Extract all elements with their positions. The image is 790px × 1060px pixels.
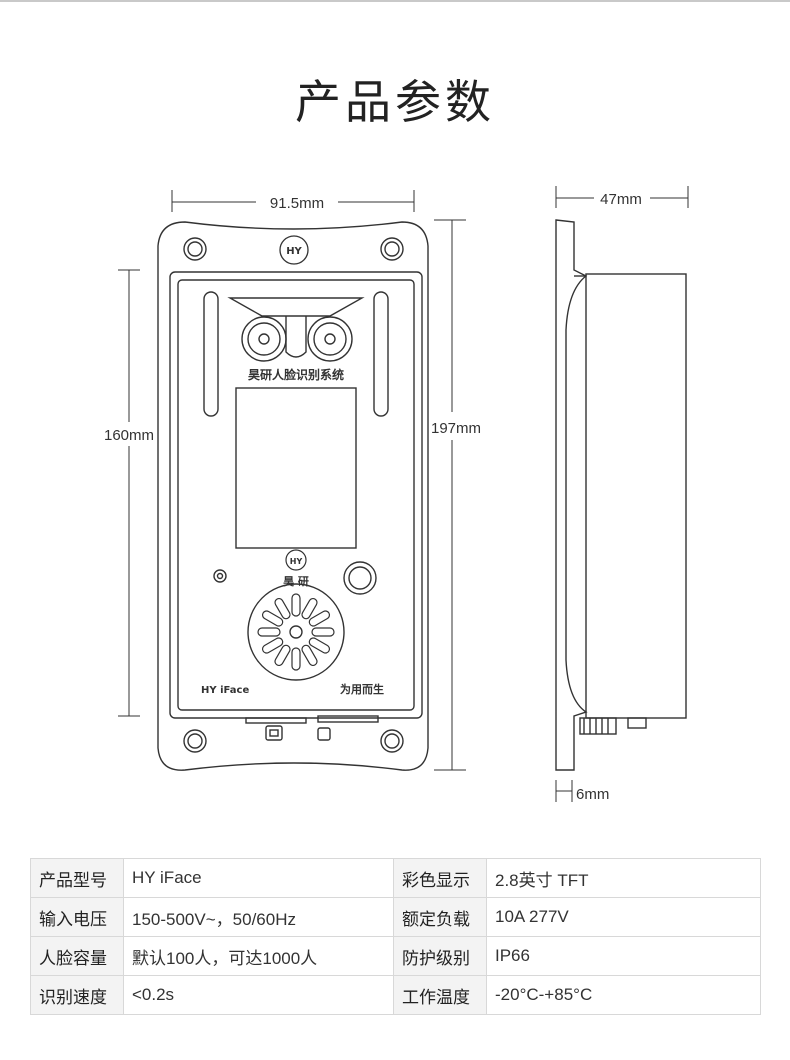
table-row: 输入电压 150-500V~，50/60Hz 额定负载 10A 277V	[30, 897, 761, 937]
thread-dimension	[555, 780, 573, 802]
spec-key: 彩色显示	[393, 858, 487, 898]
spec-key: 工作温度	[393, 975, 487, 1015]
thread-label: 6mm	[576, 786, 609, 803]
panel-height-dimension	[118, 269, 140, 717]
spec-key: 额定负载	[393, 897, 487, 937]
spec-value: <0.2s	[123, 975, 394, 1015]
system-name-text: 昊研人脸识别系统	[248, 367, 344, 382]
spec-value: 2.8英寸 TFT	[486, 858, 761, 898]
panel-height-label: 160mm	[104, 427, 154, 444]
logo-badge-top: HY	[279, 235, 309, 265]
speaker-grille	[257, 593, 335, 671]
logo-text-bottom: HY	[290, 557, 303, 566]
top-divider	[0, 0, 790, 2]
depth-label: 47mm	[600, 191, 642, 208]
spec-value: 10A 277V	[486, 897, 761, 937]
table-row: 识别速度 <0.2s 工作温度 -20°C-+85°C	[30, 975, 761, 1015]
spec-key: 人脸容量	[30, 936, 124, 976]
width-label: 91.5mm	[270, 195, 324, 212]
brand-text: 昊 研	[283, 575, 309, 588]
spec-table: 产品型号 HY iFace 彩色显示 2.8英寸 TFT 输入电压 150-50…	[30, 858, 761, 1015]
side-view	[555, 219, 687, 771]
logo-badge-bottom: HY	[285, 549, 307, 571]
spec-key: 识别速度	[30, 975, 124, 1015]
spec-value: 150-500V~，50/60Hz	[123, 897, 394, 937]
depth-dimension	[555, 186, 689, 208]
page-title: 产品参数	[295, 75, 495, 129]
total-height-dimension	[434, 219, 466, 771]
front-view	[157, 221, 429, 771]
spec-key: 输入电压	[30, 897, 124, 937]
spec-value: 默认100人，可达1000人	[123, 936, 394, 976]
table-row: 产品型号 HY iFace 彩色显示 2.8英寸 TFT	[30, 858, 761, 898]
spec-value: IP66	[486, 936, 761, 976]
spec-value: -20°C-+85°C	[486, 975, 761, 1015]
maker-slogan-text: 为用而生	[340, 682, 384, 696]
product-drawing: 91.5mm 160mm 197mm	[104, 186, 689, 803]
spec-key: 产品型号	[30, 858, 124, 898]
spec-value: HY iFace	[123, 858, 394, 898]
total-height-label: 197mm	[431, 420, 481, 437]
model-text: HY iFace	[201, 685, 249, 696]
width-dimension	[171, 190, 415, 212]
logo-text-top: HY	[286, 246, 302, 257]
table-row: 人脸容量 默认100人，可达1000人 防护级别 IP66	[30, 936, 761, 976]
spec-key: 防护级别	[393, 936, 487, 976]
